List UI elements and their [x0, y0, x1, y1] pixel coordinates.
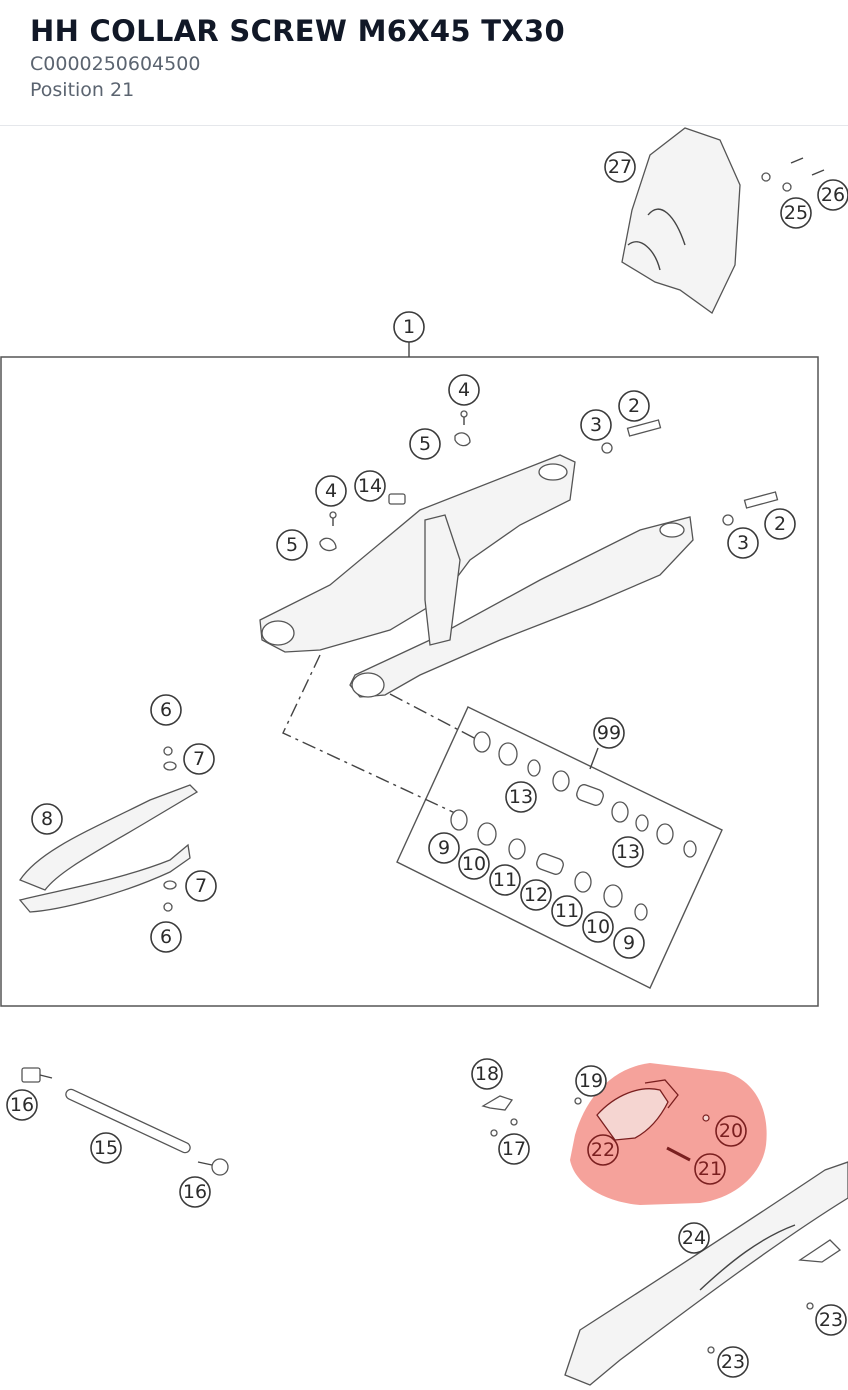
callout-label: 12	[524, 884, 548, 906]
callout-label: 3	[590, 414, 602, 436]
callout-4[interactable]: 4	[315, 475, 347, 507]
part-header: HH COLLAR SCREW M6X45 TX30 C000025060450…	[0, 0, 848, 126]
position-label: Position 21	[30, 79, 135, 101]
callout-label: 2	[774, 513, 786, 535]
callout-label: 4	[458, 379, 470, 401]
callout-label: 23	[819, 1309, 843, 1331]
callout-label: 13	[616, 841, 640, 863]
callout-23[interactable]: 23	[815, 1304, 847, 1336]
callout-label: 4	[325, 480, 337, 502]
callout-15[interactable]: 15	[90, 1132, 122, 1164]
callout-label: 7	[193, 748, 205, 770]
part-number: C0000250604500	[30, 53, 201, 75]
bearing-kit-frame	[396, 706, 723, 989]
callout-19[interactable]: 19	[575, 1065, 607, 1097]
callout-label: 10	[586, 916, 610, 938]
callout-label: 15	[94, 1137, 118, 1159]
callout-12[interactable]: 12	[520, 879, 552, 911]
callout-label: 6	[160, 926, 172, 948]
callout-8[interactable]: 8	[31, 803, 63, 835]
callout-10[interactable]: 10	[458, 848, 490, 880]
callout-label: 20	[719, 1120, 743, 1142]
callout-7[interactable]: 7	[183, 743, 215, 775]
callout-label: 5	[286, 534, 298, 556]
callout-label: 19	[579, 1070, 603, 1092]
callout-22[interactable]: 22	[587, 1134, 619, 1166]
callout-99[interactable]: 99	[593, 717, 625, 749]
callout-label: 11	[493, 869, 517, 891]
small-screws-top	[761, 157, 825, 192]
callout-11[interactable]: 11	[551, 895, 583, 927]
callout-16[interactable]: 16	[6, 1089, 38, 1121]
callout-9[interactable]: 9	[428, 832, 460, 864]
callout-26[interactable]: 26	[817, 179, 848, 211]
callout-5[interactable]: 5	[276, 529, 308, 561]
callout-label: 13	[509, 786, 533, 808]
callout-14[interactable]: 14	[354, 470, 386, 502]
rear-guard-part	[621, 127, 741, 314]
exploded-parts-diagram: 27 26 25 1 4 2 3 5 14 4 2 5 3 6 99 7 13 …	[0, 127, 848, 1386]
callout-16[interactable]: 16	[179, 1176, 211, 1208]
callout-9[interactable]: 9	[613, 927, 645, 959]
callout-4[interactable]: 4	[448, 374, 480, 406]
callout-label: 11	[555, 900, 579, 922]
chain-guide-small-parts	[481, 1095, 582, 1137]
callout-6[interactable]: 6	[150, 694, 182, 726]
callout-label: 99	[597, 722, 621, 744]
callout-label: 10	[462, 853, 486, 875]
callout-1[interactable]: 1	[393, 311, 425, 343]
chain-guide-part	[596, 1079, 710, 1162]
callout-3[interactable]: 3	[727, 527, 759, 559]
callout-10[interactable]: 10	[582, 911, 614, 943]
callout-label: 26	[821, 184, 845, 206]
callout-label: 27	[608, 156, 632, 178]
callout-3[interactable]: 3	[580, 409, 612, 441]
callout-label: 9	[438, 837, 450, 859]
callout-20[interactable]: 20	[715, 1115, 747, 1147]
chain-guard-part	[564, 1161, 848, 1386]
callout-23[interactable]: 23	[717, 1346, 749, 1378]
callout-label: 6	[160, 699, 172, 721]
callout-label: 16	[10, 1094, 34, 1116]
callout-label: 18	[475, 1063, 499, 1085]
callout-21[interactable]: 21	[694, 1153, 726, 1185]
callout-13[interactable]: 13	[505, 781, 537, 813]
callout-label: 9	[623, 932, 635, 954]
callout-7[interactable]: 7	[185, 870, 217, 902]
callout-11[interactable]: 11	[489, 864, 521, 896]
callout-label: 23	[721, 1351, 745, 1373]
callout-6[interactable]: 6	[150, 921, 182, 953]
bearing-kit-parts	[450, 731, 697, 921]
callout-5[interactable]: 5	[409, 428, 441, 460]
callout-27[interactable]: 27	[604, 151, 636, 183]
callout-label: 8	[41, 808, 53, 830]
callout-label: 17	[502, 1138, 526, 1160]
callout-label: 24	[682, 1227, 706, 1249]
swingarm-pivot-axle	[21, 1067, 229, 1176]
callout-2[interactable]: 2	[618, 390, 650, 422]
callout-24[interactable]: 24	[678, 1222, 710, 1254]
callout-label: 5	[419, 433, 431, 455]
callout-label: 21	[698, 1158, 722, 1180]
callout-label: 7	[195, 875, 207, 897]
callout-label: 1	[403, 316, 415, 338]
callout-label: 14	[358, 475, 382, 497]
chain-slider-part	[18, 746, 199, 913]
callout-13[interactable]: 13	[612, 836, 644, 868]
swingarm-part	[259, 454, 694, 698]
callout-label: 2	[628, 395, 640, 417]
callout-label: 25	[784, 202, 808, 224]
part-title: HH COLLAR SCREW M6X45 TX30	[30, 14, 565, 48]
callout-label: 22	[591, 1139, 615, 1161]
callout-label: 16	[183, 1181, 207, 1203]
callout-25[interactable]: 25	[780, 197, 812, 229]
callout-17[interactable]: 17	[498, 1133, 530, 1165]
swingarm-small-parts	[319, 410, 779, 552]
callout-18[interactable]: 18	[471, 1058, 503, 1090]
callout-label: 3	[737, 532, 749, 554]
callout-2[interactable]: 2	[764, 508, 796, 540]
